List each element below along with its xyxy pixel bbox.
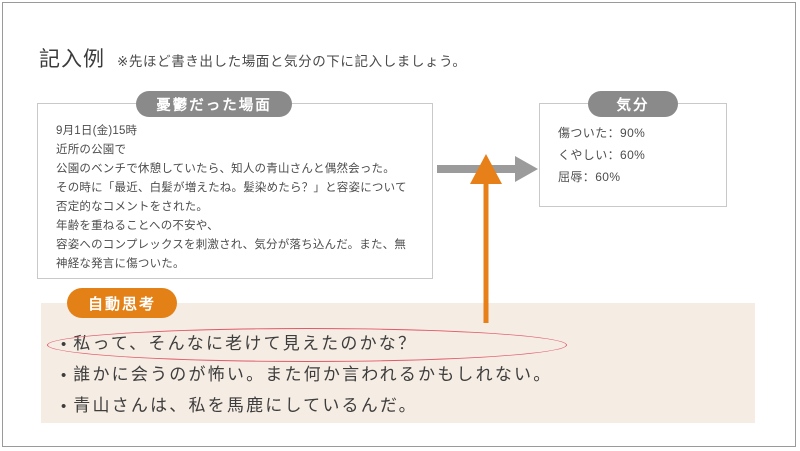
list-item: • 私って、そんなに老けて見えたのかな？: [61, 329, 761, 360]
scene-line: 近所の公園で: [56, 144, 127, 156]
automatic-thought-pill-label: 自動思考: [67, 288, 177, 318]
bullet-icon: •: [61, 336, 67, 353]
list-item-text: 私って、そんなに老けて見えたのかな？: [73, 334, 418, 353]
scene-line: その時に「最近、白髪が増えたね。髪染めたら？」と容姿について: [56, 182, 407, 194]
scene-line: 神経な発言に傷ついた。: [56, 258, 185, 270]
list-item-text: 誰かに会うのが怖い。また何か言われるかもしれない。: [73, 365, 553, 384]
scene-box-body: 9月1日(金)15時 近所の公園で 公園のベンチで休憩していたら、知人の青山さん…: [38, 104, 432, 274]
mood-box: 傷ついた：90% くやしい：60% 屈辱：60%: [539, 103, 727, 207]
bullet-icon: •: [61, 367, 67, 384]
page-title-note: ※先ほど書き出した場面と気分の下に記入しましょう。: [117, 54, 467, 69]
bullet-icon: •: [61, 398, 67, 415]
mood-box-body: 傷ついた：90% くやしい：60% 屈辱：60%: [540, 104, 726, 188]
scene-line: 公園のベンチで休憩していたら、知人の青山さんと偶然会った。: [56, 163, 395, 175]
scene-pill-label: 憂鬱だった場面: [136, 91, 292, 117]
mood-pill-label: 気分: [588, 91, 678, 117]
mood-item: くやしい：60%: [558, 148, 646, 162]
automatic-thought-panel: [41, 303, 755, 423]
list-item: • 青山さんは、私を馬鹿にしているんだ。: [61, 391, 761, 422]
scene-box: 9月1日(金)15時 近所の公園で 公園のベンチで休憩していたら、知人の青山さん…: [37, 103, 433, 279]
mood-item: 傷ついた：90%: [558, 126, 646, 140]
list-item-text: 青山さんは、私を馬鹿にしているんだ。: [73, 396, 418, 415]
page-title: 記入例 ※先ほど書き出した場面と気分の下に記入しましょう。: [39, 43, 467, 73]
page-title-text: 記入例: [39, 48, 105, 71]
scene-line: 否定的なコメントをされた。: [56, 201, 209, 213]
scene-line: 9月1日(金)15時: [56, 125, 138, 137]
list-item: • 誰かに会うのが怖い。また何か言われるかもしれない。: [61, 360, 761, 391]
mood-item: 屈辱：60%: [558, 170, 621, 184]
automatic-thought-list: • 私って、そんなに老けて見えたのかな？ • 誰かに会うのが怖い。また何か言われ…: [61, 329, 761, 422]
slide-canvas: 記入例 ※先ほど書き出した場面と気分の下に記入しましょう。 9月1日(金)15時…: [2, 2, 796, 447]
scene-line: 容姿へのコンプレックスを刺激され、気分が落ち込んだ。また、無: [56, 239, 407, 251]
arrow-up-orange-icon: [470, 154, 502, 323]
scene-line: 年齢を重ねることへの不安や、: [56, 220, 219, 232]
